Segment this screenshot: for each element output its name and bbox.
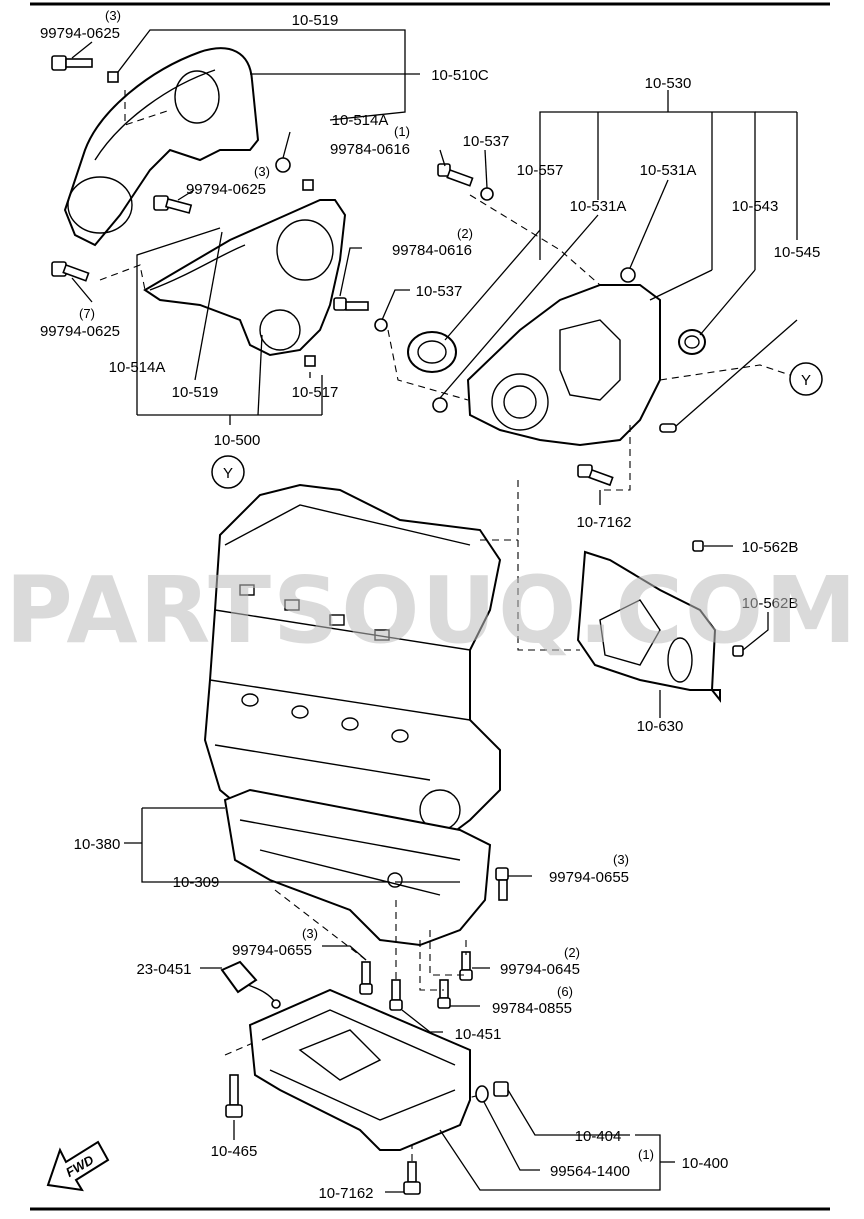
part-label: 10-451 xyxy=(455,1026,502,1043)
part-label: 10-514A xyxy=(332,112,389,129)
part-label: 23-0451 xyxy=(136,961,191,978)
part-label: 10-562B xyxy=(742,595,799,612)
qty-label: (3) xyxy=(105,8,121,23)
bolt-99784-0616-b xyxy=(333,297,369,311)
bolt-99794-0625-mid xyxy=(153,195,193,214)
engine-block xyxy=(203,483,502,872)
bolt-10-562b-b xyxy=(732,645,744,657)
bolt-99794-0625-top xyxy=(51,55,93,71)
qty-label: (1) xyxy=(638,1147,654,1162)
part-label: 10-562B xyxy=(742,539,799,556)
qty-label: (1) xyxy=(394,124,410,139)
part-label: 99794-0625 xyxy=(40,323,120,340)
part-label: 10-545 xyxy=(774,244,821,261)
part-label: 10-530 xyxy=(645,75,692,92)
part-label: 99564-1400 xyxy=(550,1163,630,1180)
bolt-10-7162-lower xyxy=(403,1161,421,1195)
sensor-23-0451 xyxy=(220,960,281,1009)
part-label: 99784-0616 xyxy=(392,242,472,259)
part-label: 10-500 xyxy=(214,432,261,449)
oil-seal-10-557 xyxy=(407,331,457,373)
bolt-10-451 xyxy=(389,979,403,1011)
part-label: 10-519 xyxy=(292,12,339,29)
part-label: 10-531A xyxy=(570,198,627,215)
part-label: 10-543 xyxy=(732,198,779,215)
oil-seal-10-543 xyxy=(678,329,706,355)
oil-pan-upper xyxy=(223,788,492,947)
washer-10-537-b xyxy=(374,318,388,332)
part-label: 99794-0625 xyxy=(186,181,266,198)
part-label: 10-537 xyxy=(416,283,463,300)
pin-10-545 xyxy=(659,423,677,433)
upper-timing-cover xyxy=(63,47,260,247)
part-label: 10-510C xyxy=(431,67,489,84)
qty-label: (3) xyxy=(254,164,270,179)
part-label: 10-404 xyxy=(575,1128,622,1145)
part-label: 99794-0625 xyxy=(40,25,120,42)
ref-marker-y-right-text: Y xyxy=(801,372,811,389)
plug-10-531a-upper xyxy=(620,267,636,283)
washer-99564-1400 xyxy=(475,1085,489,1103)
bolt-99794-0655-right xyxy=(495,867,509,901)
part-label: 99794-0655 xyxy=(232,942,312,959)
callout-labels: (3) 99794-0625 10-519 10-510C 10-514A (3… xyxy=(40,8,820,1202)
part-label: 10-7162 xyxy=(576,514,631,531)
fwd-arrow: FWD xyxy=(46,1140,110,1192)
part-label: 99784-0855 xyxy=(492,1000,572,1017)
grommet-10-517 xyxy=(304,355,316,367)
part-label: 10-630 xyxy=(637,718,684,735)
grommet-10-514a xyxy=(275,157,291,173)
bolt-99784-0855 xyxy=(437,979,451,1009)
part-label: 10-400 xyxy=(682,1155,729,1172)
oil-pan-lower xyxy=(248,988,471,1151)
part-label: 10-7162 xyxy=(318,1185,373,1202)
grommet-10-519 xyxy=(107,71,119,83)
part-label: 99784-0616 xyxy=(330,141,410,158)
part-label: 10-519 xyxy=(172,384,219,401)
qty-label: (2) xyxy=(457,226,473,241)
qty-label: (7) xyxy=(79,306,95,321)
bolt-10-562b-a xyxy=(692,540,704,552)
bolt-99794-0625-low xyxy=(51,261,90,282)
bolt-99784-0616-a xyxy=(437,163,474,187)
washer-10-537-a xyxy=(480,187,494,201)
watermark: PARTSOUQ.COM xyxy=(5,557,858,664)
bolt-10-7162-upper xyxy=(577,464,614,487)
qty-label: (3) xyxy=(302,926,318,941)
bolt-10-465 xyxy=(225,1074,243,1118)
part-label: 10-465 xyxy=(211,1143,258,1160)
plug-10-531a-lower xyxy=(432,397,448,413)
part-label: 10-309 xyxy=(173,874,220,891)
part-label: 10-380 xyxy=(74,836,121,853)
ref-marker-y-left: Y xyxy=(211,455,245,489)
front-cover xyxy=(466,284,661,447)
part-label: 10-517 xyxy=(292,384,339,401)
grommet-10-517-upper xyxy=(302,179,314,191)
bolt-99794-0655-left xyxy=(359,961,373,995)
qty-label: (2) xyxy=(564,945,580,960)
ref-marker-y-left-text: Y xyxy=(223,465,233,482)
bolt-99794-0645 xyxy=(459,951,473,981)
qty-label: (3) xyxy=(613,852,629,867)
lower-timing-cover xyxy=(143,199,347,357)
drain-plug-10-404 xyxy=(493,1081,509,1097)
part-label: 99794-0655 xyxy=(549,869,629,886)
part-label: 10-531A xyxy=(640,162,697,179)
part-label: 99794-0645 xyxy=(500,961,580,978)
qty-label: (6) xyxy=(557,984,573,999)
gasket-10-630 xyxy=(576,550,721,703)
ref-marker-y-right: Y xyxy=(789,362,823,396)
part-label: 10-537 xyxy=(463,133,510,150)
part-label: 10-557 xyxy=(517,162,564,179)
part-label: 10-514A xyxy=(109,359,166,376)
